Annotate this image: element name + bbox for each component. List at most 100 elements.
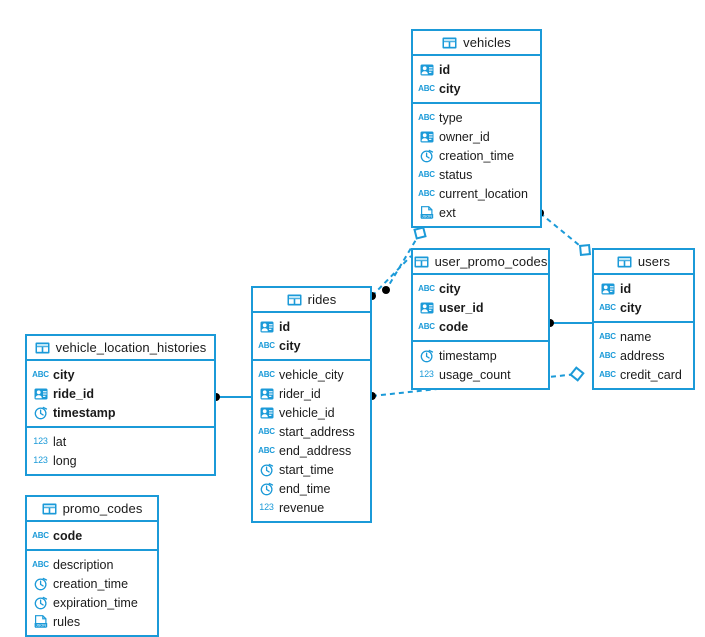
- field-row[interactable]: rider_id: [253, 384, 370, 403]
- field-label: vehicle_id: [279, 405, 335, 420]
- field-label: type: [439, 110, 463, 125]
- field-label: user_id: [439, 300, 484, 315]
- relationship-user_promo_codes-to-users[interactable]: [546, 319, 592, 327]
- columns-section: timestamp 123 usage_count: [413, 342, 548, 388]
- clock-icon: [33, 596, 48, 610]
- field-label: id: [620, 281, 632, 296]
- field-label: expiration_time: [53, 595, 138, 610]
- field-label: creation_time: [53, 576, 129, 591]
- field-label: start_address: [279, 424, 355, 439]
- text-abc-icon: ABC: [258, 340, 275, 350]
- relationship-vlh-to-rides[interactable]: [212, 393, 251, 401]
- text-abc-icon: ABC: [32, 369, 49, 379]
- field-row[interactable]: id: [594, 279, 693, 298]
- field-label: lat: [53, 434, 67, 449]
- field-row[interactable]: ride_id: [27, 384, 214, 403]
- entity-title: user_promo_codes: [434, 254, 548, 269]
- field-row[interactable]: expiration_time: [27, 593, 157, 612]
- json-document-icon: JSON: [419, 206, 434, 220]
- field-row[interactable]: owner_id: [413, 127, 540, 146]
- field-row[interactable]: id: [253, 317, 370, 336]
- field-row[interactable]: start_time: [253, 460, 370, 479]
- text-abc-icon: ABC: [32, 530, 49, 540]
- field-row[interactable]: ABC address: [594, 346, 693, 365]
- entity-header-vehicle_location_histories[interactable]: vehicle_location_histories: [27, 336, 214, 361]
- table-grid-icon: [287, 293, 302, 307]
- text-abc-icon: ABC: [599, 350, 616, 360]
- field-label: address: [620, 348, 665, 363]
- field-label: timestamp: [53, 405, 116, 420]
- table-grid-icon: [442, 36, 457, 50]
- text-abc-icon: ABC: [418, 321, 435, 331]
- svg-text:JSON: JSON: [35, 623, 46, 628]
- field-row[interactable]: creation_time: [27, 574, 157, 593]
- field-label: timestamp: [439, 348, 497, 363]
- svg-text:JSON: JSON: [421, 214, 432, 219]
- field-label: end_time: [279, 481, 331, 496]
- field-label: description: [53, 557, 114, 572]
- field-row[interactable]: timestamp: [413, 346, 548, 365]
- entity-header-promo_codes[interactable]: promo_codes: [27, 497, 157, 522]
- key-badge-icon: [419, 63, 434, 77]
- key-badge-icon: [419, 301, 434, 315]
- text-abc-icon: ABC: [258, 426, 275, 436]
- text-abc-icon: ABC: [599, 331, 616, 341]
- field-label: usage_count: [439, 367, 511, 382]
- entity-header-vehicles[interactable]: vehicles: [413, 31, 540, 56]
- field-row[interactable]: ABC start_address: [253, 422, 370, 441]
- clock-icon: [419, 349, 434, 363]
- field-row[interactable]: vehicle_id: [253, 403, 370, 422]
- relationship-rides-to-user_promo_codes[interactable]: [368, 255, 412, 300]
- clock-icon: [419, 149, 434, 163]
- key-badge-icon: [600, 282, 615, 296]
- field-row[interactable]: timestamp: [27, 403, 214, 422]
- entity-header-rides[interactable]: rides: [253, 288, 370, 313]
- text-abc-icon: ABC: [258, 445, 275, 455]
- clock-icon: [33, 406, 48, 420]
- field-row[interactable]: end_time: [253, 479, 370, 498]
- text-abc-icon: ABC: [418, 188, 435, 198]
- entity-title: vehicles: [463, 35, 511, 50]
- field-row[interactable]: user_id: [413, 298, 548, 317]
- number-123-icon: 123: [33, 455, 48, 465]
- text-abc-icon: ABC: [418, 283, 435, 293]
- entity-header-users[interactable]: users: [594, 250, 693, 275]
- entity-header-user_promo_codes[interactable]: user_promo_codes: [413, 250, 548, 275]
- field-row[interactable]: creation_time: [413, 146, 540, 165]
- number-123-icon: 123: [419, 369, 434, 379]
- text-abc-icon: ABC: [599, 369, 616, 379]
- field-row[interactable]: 123 usage_count: [413, 365, 548, 384]
- field-row[interactable]: id: [413, 60, 540, 79]
- relationship-endpoint-square: [413, 226, 427, 240]
- table-grid-icon: [414, 255, 429, 269]
